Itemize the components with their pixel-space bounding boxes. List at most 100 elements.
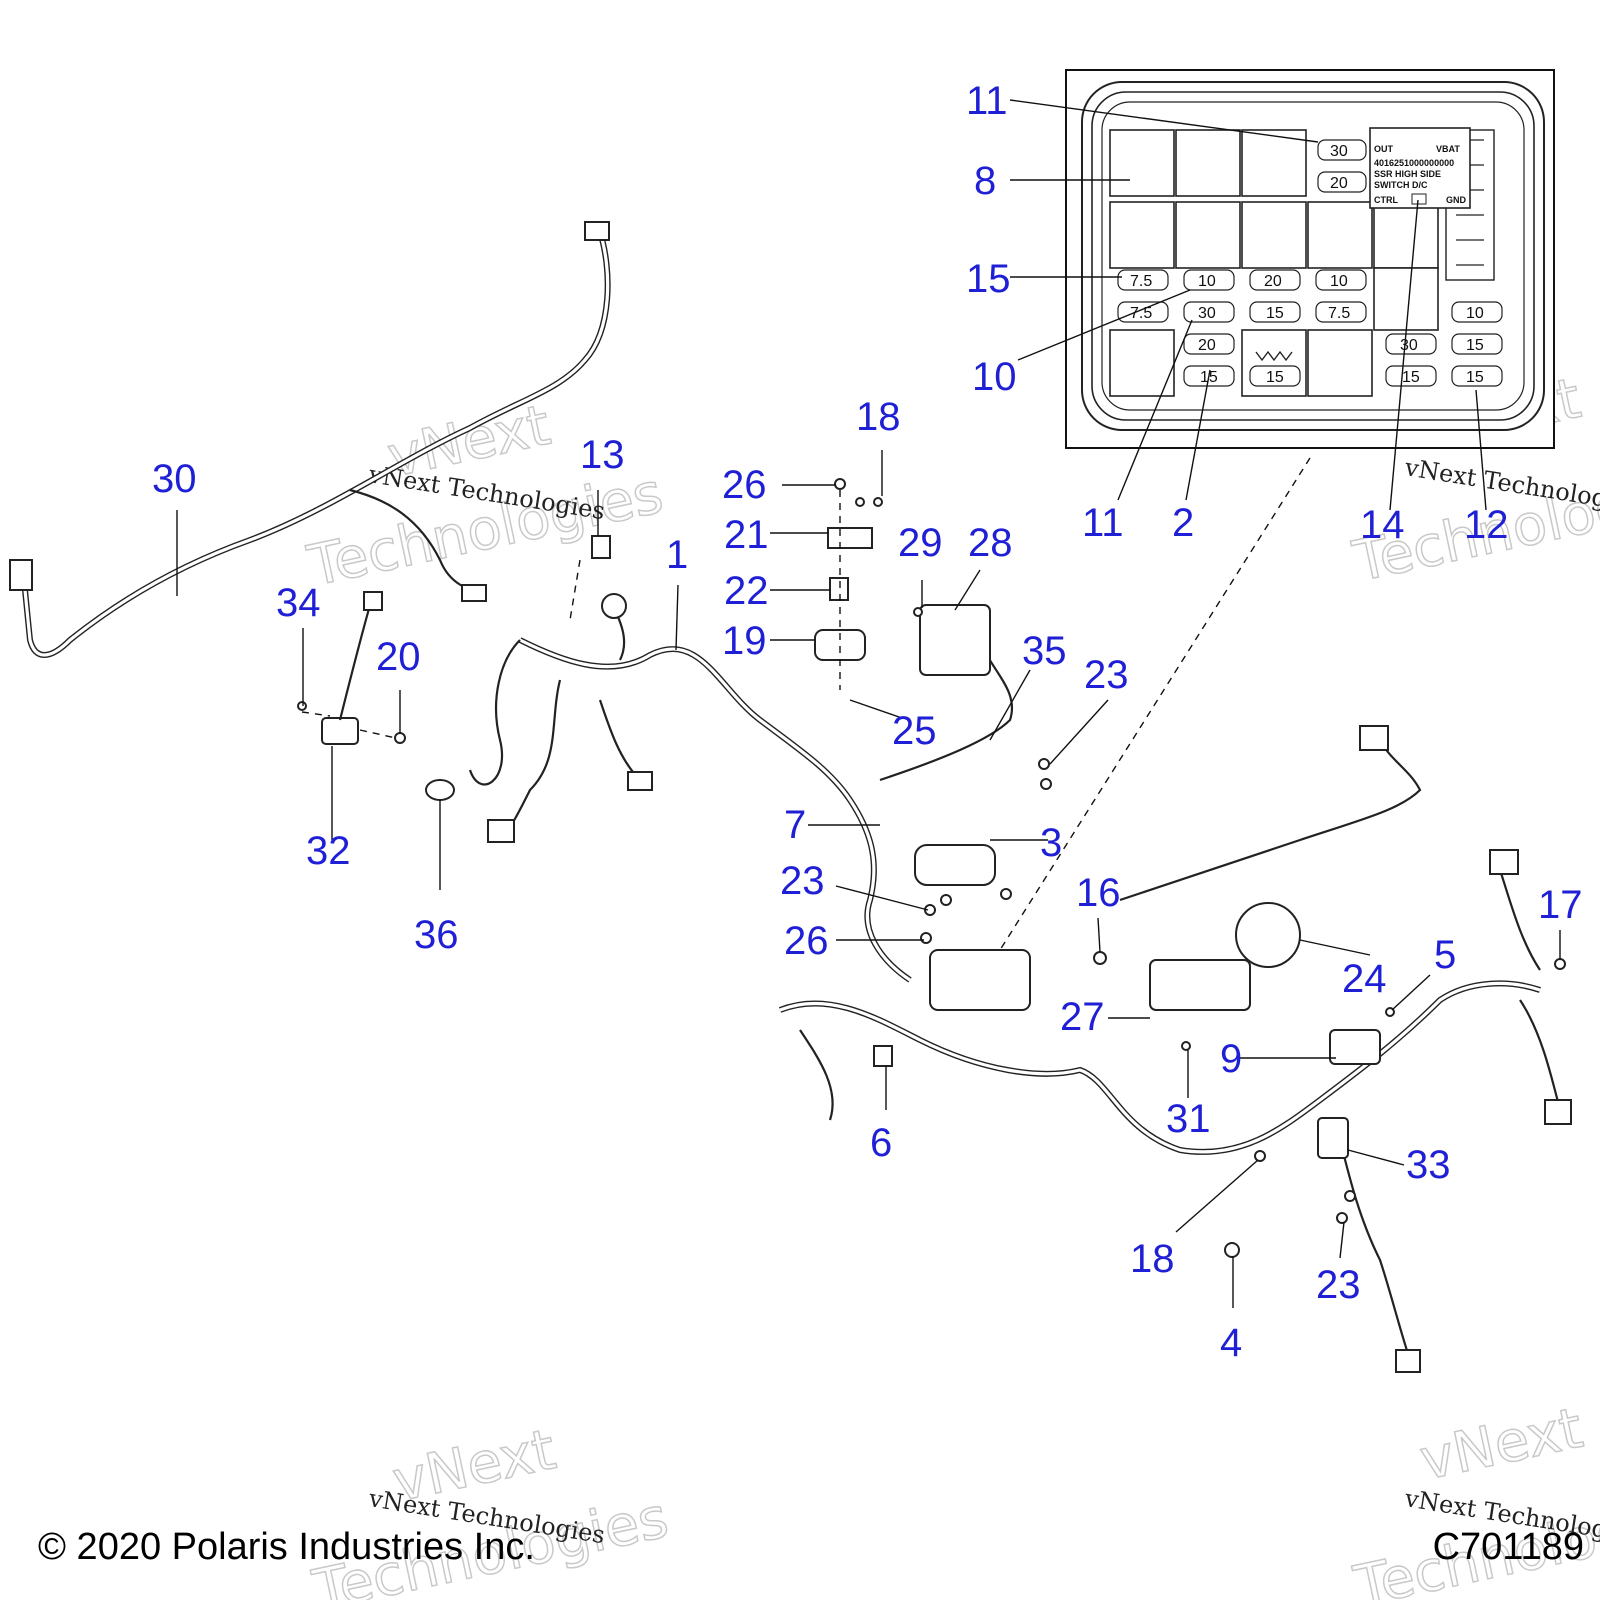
connector (1395, 1349, 1421, 1373)
fastener (855, 497, 865, 507)
fuse-rating: 7.5 (1130, 273, 1152, 290)
terminal-block-27 (1149, 959, 1251, 1011)
fuse-rating: 7.5 (1130, 305, 1152, 322)
callout-numbers: 11 8 15 10 11 2 14 12 30 13 1 34 20 32 3… (152, 79, 1583, 1365)
fuse: 7.5 (1315, 301, 1367, 323)
relay-cell (1307, 201, 1373, 269)
grommet-24 (1235, 902, 1301, 968)
callout-15: 15 (966, 257, 1011, 301)
fuse-rating: 15 (1466, 337, 1484, 354)
ssr-ctrl-label: CTRL (1374, 195, 1398, 205)
assembly-line (301, 711, 331, 717)
resistor-symbol (1255, 350, 1293, 362)
fastener (920, 932, 932, 944)
callout-12: 12 (1464, 503, 1509, 547)
callout-23: 23 (1084, 653, 1129, 697)
fuse-box-housing (1081, 81, 1545, 431)
figure-code: C701189 (1432, 1526, 1584, 1568)
fastener (1336, 1212, 1348, 1224)
fuse-rating: 10 (1198, 273, 1216, 290)
fastener (834, 478, 846, 490)
connector (627, 771, 653, 791)
callout-25: 25 (892, 709, 937, 753)
callout-6: 6 (870, 1121, 892, 1165)
fuse: 10 (1451, 301, 1503, 323)
callout-35: 35 (1022, 629, 1067, 673)
connector (584, 221, 610, 241)
fuse-rating: 15 (1266, 369, 1284, 386)
connector (601, 593, 627, 619)
ecm-module-28 (919, 604, 991, 676)
fastener (394, 732, 406, 744)
connector (1359, 725, 1389, 751)
fuse: 10 (1315, 269, 1367, 291)
fastener (1093, 951, 1107, 965)
fuse-box-cover-3 (914, 844, 996, 886)
connector-13 (591, 535, 611, 559)
watermark-bottom-left: vNext Technologies (307, 1417, 675, 1600)
callout-22: 22 (724, 569, 769, 613)
copyright-notice: © 2020 Polaris Industries Inc. (38, 1526, 535, 1568)
fuse-rating: 20 (1198, 337, 1216, 354)
fastener (1181, 1041, 1191, 1051)
connector (487, 819, 515, 843)
relay-cell (1241, 201, 1307, 269)
watermark-brand: vNext (1415, 1396, 1589, 1494)
callout-8: 8 (974, 159, 996, 203)
fuse: 15 (1249, 301, 1301, 323)
callout-31: 31 (1166, 1097, 1211, 1141)
callout-13: 13 (580, 433, 625, 477)
callout-32: 32 (306, 829, 351, 873)
clip-22 (829, 577, 849, 601)
fuse: 10 (1183, 269, 1235, 291)
callout-26: 26 (784, 919, 829, 963)
fastener (913, 607, 923, 617)
ssr-line-1: SSR HIGH SIDE (1374, 169, 1441, 179)
fastener (1038, 758, 1050, 770)
connector (461, 584, 487, 602)
fuse-box-installed (929, 949, 1031, 1011)
fuse-rating: 20 (1330, 175, 1348, 192)
leader-lines (176, 99, 1561, 1308)
callout-36: 36 (414, 913, 459, 957)
callout-21: 21 (724, 513, 769, 557)
callout-3: 3 (1040, 821, 1062, 865)
inset-link-line (999, 457, 1311, 951)
ssr-gnd-label: GND (1446, 195, 1467, 205)
callout-28: 28 (968, 521, 1013, 565)
callout-20: 20 (376, 635, 421, 679)
callout-11: 11 (1082, 501, 1124, 545)
fuse-20-top: 20 (1317, 171, 1367, 193)
ssr-relay: OUT VBAT 4016251000000000 SSR HIGH SIDE … (1369, 127, 1471, 209)
callout-5: 5 (1434, 933, 1456, 977)
fuse-rating: 7.5 (1328, 305, 1350, 322)
connector (363, 591, 383, 611)
callout-9: 9 (1220, 1037, 1242, 1081)
fuse-rating: 30 (1400, 337, 1418, 354)
ssr-indicator (1411, 193, 1427, 205)
relay-cell (1373, 201, 1439, 269)
connector (1544, 1099, 1572, 1125)
relay-cell (1109, 329, 1175, 397)
callout-23: 23 (1316, 1263, 1361, 1307)
relay-cell (1109, 129, 1175, 197)
relay-cell (1373, 267, 1439, 331)
bracket-33 (1317, 1117, 1349, 1159)
callout-17: 17 (1538, 883, 1583, 927)
callout-29: 29 (898, 521, 943, 565)
fuse: 30 (1183, 301, 1235, 323)
fuse-rating: 20 (1264, 273, 1282, 290)
ssr-line-2: SWITCH D/C (1374, 180, 1428, 190)
ssr-out-label: OUT (1374, 144, 1394, 154)
callout-7: 7 (784, 803, 806, 847)
front-harness (778, 725, 1572, 1373)
callout-27: 27 (1060, 995, 1105, 1039)
callout-34: 34 (276, 581, 321, 625)
bracket-9 (1329, 1029, 1381, 1065)
fastener (1344, 1190, 1356, 1202)
fuse: 15 (1385, 365, 1437, 387)
sensor-32 (321, 717, 359, 745)
assembly-line (569, 559, 581, 621)
fastener (1554, 958, 1566, 970)
